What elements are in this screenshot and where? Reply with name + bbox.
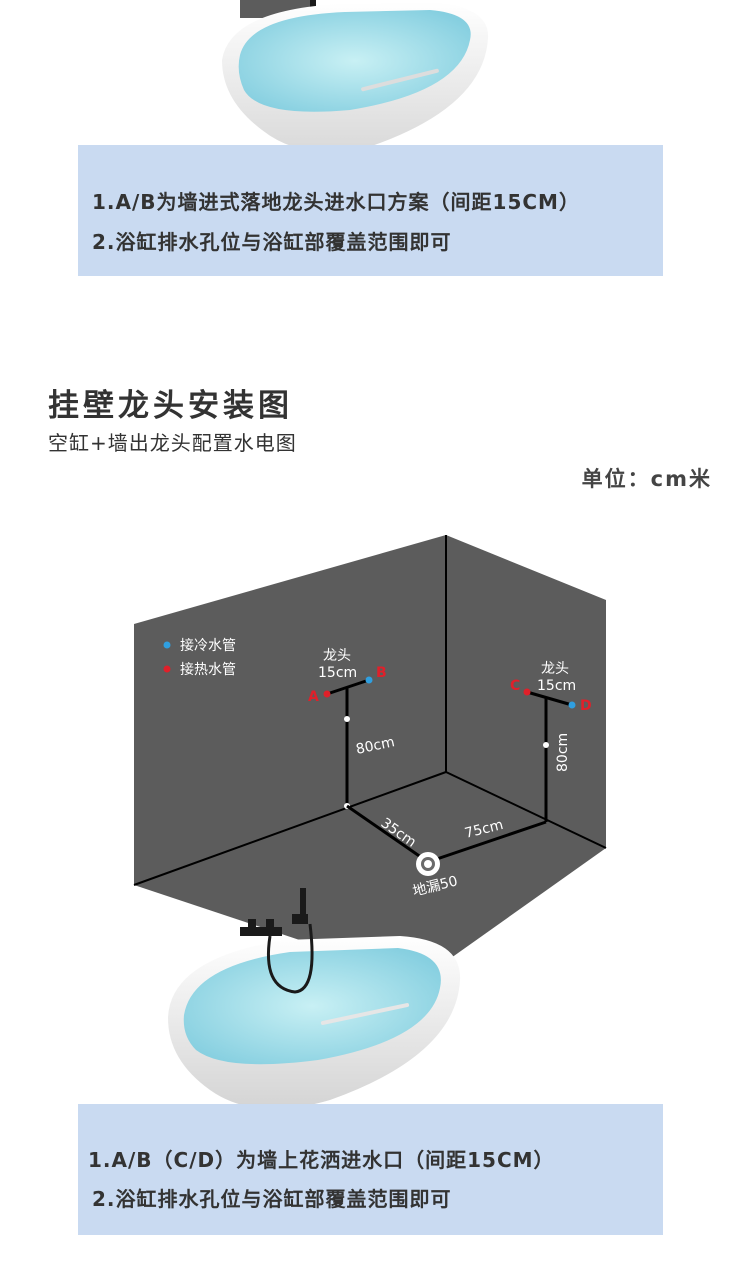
point-a-label: A bbox=[308, 689, 319, 705]
legend-hot-label: 接热水管 bbox=[180, 661, 236, 678]
section-title: 挂壁龙头安装图 bbox=[48, 388, 293, 424]
point-a-hot-inlet bbox=[323, 690, 331, 698]
bottom-note-line-1: 1.A/B（C/D）为墙上花洒进水口（间距15CM） bbox=[88, 1148, 555, 1172]
wall-faucet-diagram: 接冷水管 接热水管 龙头 15cm A B 80cm 龙头 15cm C D 8… bbox=[133, 535, 607, 1109]
point-d-label: D bbox=[580, 698, 592, 714]
legend-cold-dot bbox=[163, 641, 171, 649]
room-back-wall bbox=[134, 535, 606, 980]
legend-cold-label: 接冷水管 bbox=[180, 637, 236, 654]
point-c-hot-inlet bbox=[523, 688, 531, 696]
top-bathtub-illustration bbox=[222, 0, 489, 153]
top-note-line-1: 1.A/B为墙进式落地龙头进水口方案（间距15CM） bbox=[92, 190, 580, 214]
point-b-cold-inlet bbox=[365, 676, 373, 684]
faucet-left-label: 龙头 bbox=[323, 648, 351, 664]
legend-hot-dot bbox=[163, 665, 171, 673]
point-c-label: C bbox=[510, 678, 520, 694]
bottom-notes-box: 1.A/B（C/D）为墙上花洒进水口（间距15CM） 2.浴缸排水孔位与浴缸部覆… bbox=[78, 1104, 663, 1235]
height-left-label: 80cm bbox=[355, 734, 397, 758]
spacing-right-label: 15cm bbox=[537, 678, 576, 694]
top-note-line-2: 2.浴缸排水孔位与浴缸部覆盖范围即可 bbox=[92, 230, 452, 254]
faucet-right-label: 龙头 bbox=[541, 661, 569, 677]
top-notes-box: 1.A/B为墙进式落地龙头进水口方案（间距15CM） 2.浴缸排水孔位与浴缸部覆… bbox=[78, 145, 663, 276]
point-b-label: B bbox=[376, 665, 387, 681]
bathtub-illustration bbox=[168, 888, 461, 1109]
spacing-left-label: 15cm bbox=[318, 665, 357, 681]
bottom-note-line-2: 2.浴缸排水孔位与浴缸部覆盖范围即可 bbox=[92, 1187, 452, 1211]
point-d-cold-inlet bbox=[568, 701, 576, 709]
unit-label: 单位：cm米 bbox=[581, 467, 712, 491]
section-subtitle: 空缸+墙出龙头配置水电图 bbox=[48, 431, 297, 455]
height-right-label: 80cm bbox=[555, 733, 571, 772]
